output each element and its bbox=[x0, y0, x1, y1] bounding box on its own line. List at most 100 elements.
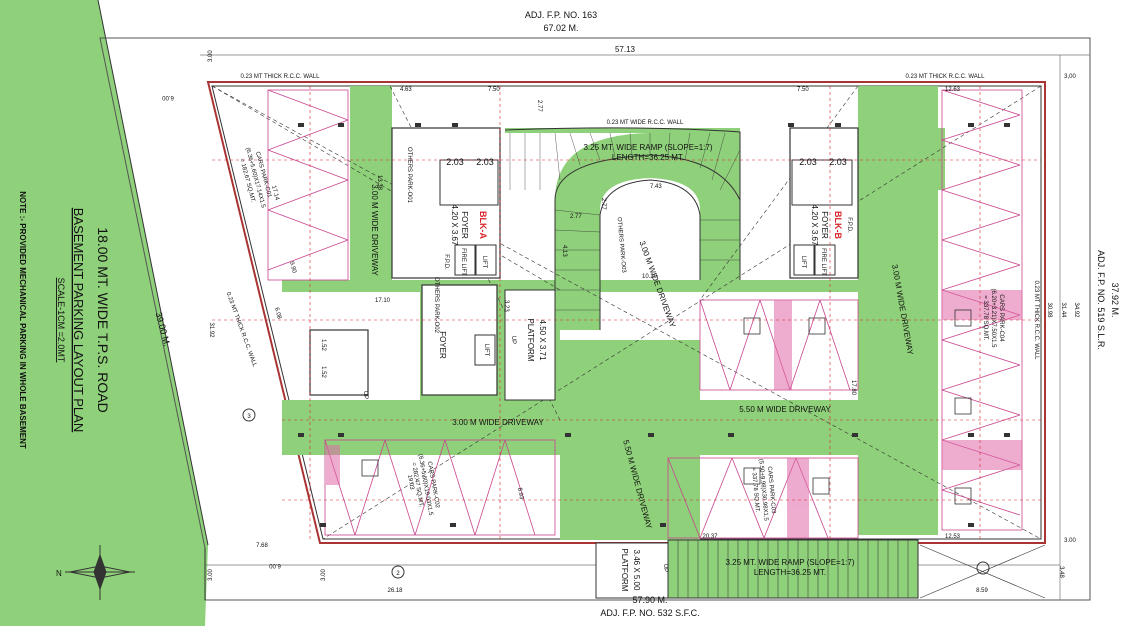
parking-stalls-bottom-left bbox=[324, 439, 556, 536]
lift-b-label: LIFT bbox=[800, 256, 806, 269]
val-893: 8.93 bbox=[516, 487, 524, 500]
val-1710: 17.10 bbox=[375, 298, 391, 304]
others-park-01: OTHERS PARK-O01 bbox=[406, 147, 412, 204]
plan-title: BASEMENT PARKING LAYOUT PLAN bbox=[71, 208, 86, 432]
fpd-b-label: F.P.D. bbox=[846, 217, 852, 233]
stair-b-203d: 2.03 bbox=[829, 157, 847, 167]
ramp-top-treads bbox=[509, 132, 741, 311]
node-2-label: 2 bbox=[396, 571, 400, 577]
ramp-top-label: 3.25 MT. WIDE RAMP (SLOPE=1:7) bbox=[583, 143, 712, 152]
dim-top-750b: 7.50 bbox=[797, 87, 809, 93]
park-c04-dim: (6.20+3.21)X7.50X1.5 bbox=[990, 289, 996, 349]
dim-corner-300c: 3.00 bbox=[208, 50, 214, 62]
dim-bottom-left: 26.18 bbox=[387, 588, 403, 594]
adj-right-label: ADJ. F.P. NO. 519 S.L.R. bbox=[1096, 250, 1106, 350]
foyer-c-label: FOYER bbox=[438, 331, 447, 359]
dim-right-a: 31.44 bbox=[1060, 302, 1066, 318]
park-c03-title: CARS PARK-C03 bbox=[766, 466, 776, 514]
dim-top-inner: 57.13 bbox=[615, 45, 636, 54]
stair-up-label: UP bbox=[362, 391, 368, 399]
dim-left-600: 6.00 bbox=[162, 94, 174, 100]
foyer-b-label: FOYER bbox=[820, 211, 829, 239]
platform-bottom-box bbox=[595, 542, 669, 599]
driveway-center-vertical bbox=[560, 340, 700, 540]
parking-stalls-top-left bbox=[267, 89, 349, 281]
grid-node-3 bbox=[242, 408, 256, 422]
structural-grid bbox=[212, 86, 1041, 539]
diagonal-guides bbox=[211, 85, 1042, 540]
rcc-wall-top-right: 0.23 MT THICK R.C.C. WALL bbox=[906, 74, 986, 80]
grid-node-2 bbox=[391, 565, 405, 579]
val-1903: 19.03 bbox=[406, 474, 415, 490]
dim-right-348: 3.48 bbox=[1058, 566, 1064, 578]
core-block-b bbox=[789, 127, 859, 279]
park-c03-area: = 337.78 SQ.MT. bbox=[750, 467, 760, 513]
stair-a-203b: 2.03 bbox=[476, 157, 494, 167]
ramp-up-label: UP bbox=[662, 564, 668, 572]
ramp-bottom bbox=[667, 539, 919, 599]
dim-top-total: 67.02 M. bbox=[543, 23, 578, 33]
mechanical-parking-hatch bbox=[326, 290, 1022, 538]
dim-left-600b: 6.00 bbox=[269, 562, 281, 568]
foyer-b-dim: 4.20 X 3.67 bbox=[810, 205, 819, 246]
road-strip bbox=[0, 0, 208, 626]
lift-a-label: LIFT bbox=[481, 256, 487, 269]
stair-152a: 1.52 bbox=[320, 339, 326, 351]
dim-right-c: 30.98 bbox=[1046, 302, 1052, 318]
adj-bottom-label: ADJ. F.P. NO. 532 S.F.C. bbox=[600, 608, 699, 618]
road-edge bbox=[97, 0, 209, 546]
drive-left-label: 3.00 M WIDE DRIVEWAY bbox=[370, 184, 379, 276]
dim-bottom-3b: 3.00 bbox=[321, 569, 327, 581]
platform-up-label: UP bbox=[510, 336, 516, 344]
node-3-label: 3 bbox=[247, 414, 251, 420]
lift-c-label: LIFT bbox=[483, 344, 489, 357]
val-413: 4.13 bbox=[561, 245, 567, 257]
ramp-bottom-length: LENGTH=36.25 MT. bbox=[754, 568, 826, 577]
foyer-a-label: FOYER bbox=[460, 211, 469, 239]
ramp-bottom-label: 3.25 MT. WIDE RAMP (SLOPE=1:7) bbox=[725, 558, 854, 567]
fpd-a-label: F.P.D. bbox=[443, 254, 449, 270]
rcc-wall-right: 0.23 MT THICK R.C.C. WALL bbox=[1033, 281, 1039, 361]
dim-bottom-right: 8.59 bbox=[976, 588, 988, 594]
val-1020: 10.20 bbox=[642, 274, 658, 280]
rcc-wall-top-left: 0.23 MT THICK R.C.C. WALL bbox=[241, 74, 321, 80]
column-markers bbox=[298, 123, 1010, 527]
park-c04-title: CARS PARK-C04 bbox=[998, 294, 1004, 342]
rcc-wall-left: 0.23 MT THICK R.C.C. WALL bbox=[225, 292, 258, 369]
stair-b-203c: 2.03 bbox=[799, 157, 817, 167]
fire-lift-a-label: FIRE LIFT bbox=[460, 248, 466, 276]
ramp-bottom-treads bbox=[677, 540, 909, 598]
platform-center-dim: 4.50 X 3.71 bbox=[538, 320, 547, 361]
plan-note: NOTE :- PROVIDED MECHANICAL PARKING IN W… bbox=[18, 191, 27, 449]
dim-left-inner: 31.92 bbox=[208, 322, 214, 338]
dim-right-b: 34.92 bbox=[1073, 302, 1079, 318]
dim-top-463: 4.63 bbox=[400, 87, 412, 93]
stair-152b: 1.52 bbox=[320, 366, 326, 378]
val-1780: 17.80 bbox=[850, 380, 856, 396]
foyer-a-dim: 4.20 X 3.67 bbox=[450, 205, 459, 246]
drive-horiz-right-label: 5.50 M WIDE DRIVEWAY bbox=[739, 405, 831, 414]
mechanical-parking-icons bbox=[361, 309, 972, 505]
others-park-03: OTHERS PARK-O03 bbox=[616, 217, 627, 274]
ramp-top-curved bbox=[505, 128, 945, 330]
platform-center-box bbox=[504, 289, 556, 401]
platform-bottom-label: PLATFORM bbox=[620, 549, 629, 592]
plot-boundary bbox=[99, 37, 1091, 601]
north-arrow bbox=[65, 545, 135, 600]
dim-bottom-1253: 12.53 bbox=[945, 534, 961, 540]
basement-inner-wall bbox=[211, 85, 1042, 540]
ramp-top-edge-core bbox=[599, 179, 701, 330]
grid-node-bottom-right bbox=[976, 561, 990, 575]
val-1338: 13.38 bbox=[376, 175, 382, 191]
bottom-right-diag-2 bbox=[919, 544, 1046, 599]
platform-center-label: PLATFORM bbox=[526, 319, 535, 362]
fire-lift-b-label: FIRE LIFT bbox=[820, 248, 826, 276]
north-label: N bbox=[56, 569, 62, 578]
val-990: 9.90 bbox=[288, 261, 297, 274]
park-c03-dim: (5.50+9.98)X30.98X1.5 bbox=[757, 459, 768, 522]
others-park-02: OTHERS PARK-O02 bbox=[433, 277, 439, 334]
drive-horiz-left-label: 3.00 M WIDE DRIVEWAY bbox=[452, 418, 544, 427]
val-277b: 2.77 bbox=[536, 100, 542, 112]
core-block-a bbox=[309, 127, 501, 396]
